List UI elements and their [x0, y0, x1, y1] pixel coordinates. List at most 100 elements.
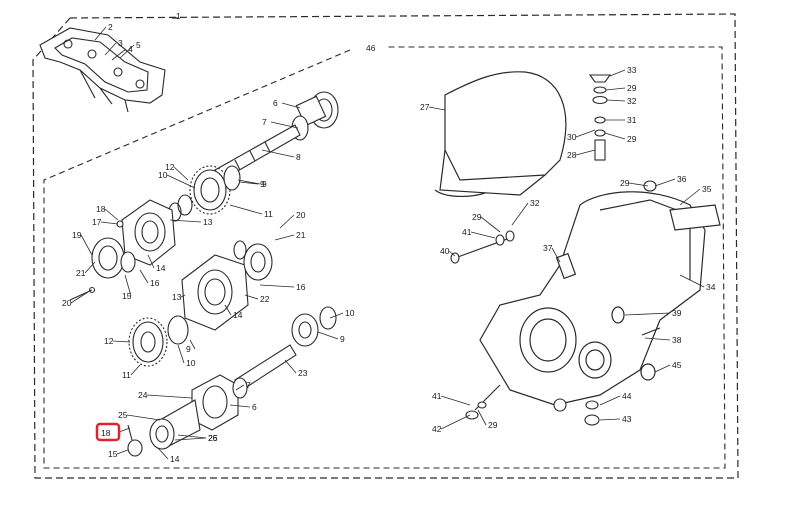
leader-line: [157, 447, 169, 460]
callout-29: 29: [472, 212, 482, 222]
leader-line: [599, 395, 621, 406]
leader-line: [116, 449, 129, 455]
leader-line: [654, 178, 676, 187]
leader-line: [599, 418, 621, 421]
callout-12: 12: [165, 162, 175, 172]
leader-line: [177, 434, 207, 439]
leader-line: [119, 44, 135, 59]
leader-line: [111, 48, 127, 61]
leader-line: [654, 364, 671, 373]
leader-line: [224, 304, 232, 316]
leader-line: [130, 364, 141, 376]
callout-37: 37: [543, 243, 553, 253]
callout-3: 3: [118, 38, 123, 48]
leader-line: [173, 166, 189, 181]
leader-line: [112, 340, 131, 343]
callout-10: 10: [345, 308, 355, 318]
callout-9: 9: [340, 334, 345, 344]
leader-line: [235, 384, 245, 391]
callout-13: 13: [203, 217, 213, 227]
callout-5: 5: [136, 40, 141, 50]
leader-line: [281, 102, 301, 109]
callout-1: 1: [176, 11, 181, 21]
leader-lines: [70, 26, 705, 460]
callout-20: 20: [62, 298, 72, 308]
callout-22: 22: [260, 294, 270, 304]
leader-line: [284, 359, 297, 374]
callout-31: 31: [627, 115, 637, 125]
lower-gear-group: [128, 306, 337, 391]
leader-line: [448, 250, 456, 257]
callout-16: 16: [150, 278, 160, 288]
leader-line: [244, 294, 259, 300]
main-housing: [479, 191, 721, 406]
callout-21: 21: [296, 230, 306, 240]
callout-35: 35: [702, 184, 712, 194]
callout-41: 41: [432, 391, 442, 401]
callout-23: 23: [298, 368, 308, 378]
callout-7: 7: [246, 380, 251, 390]
callout-45: 45: [672, 360, 682, 370]
callout-20: 20: [296, 210, 306, 220]
leader-line: [511, 202, 529, 226]
callout-34: 34: [706, 282, 716, 292]
callout-32: 32: [627, 96, 637, 106]
callout-19: 19: [72, 230, 82, 240]
leader-line: [477, 409, 487, 426]
leader-line: [189, 339, 196, 350]
leader-line: [229, 404, 251, 408]
callout-16: 16: [296, 282, 306, 292]
left-bearing-housing: [69, 199, 176, 301]
leader-line: [270, 121, 299, 129]
leader-line: [575, 129, 596, 138]
leader-line: [118, 427, 131, 433]
leader-line: [551, 247, 561, 263]
leader-line: [329, 312, 344, 319]
leader-line: [279, 214, 295, 229]
leader-line: [317, 331, 339, 340]
callout-32: 32: [530, 198, 540, 208]
callout-30: 30: [567, 132, 577, 142]
leader-line: [624, 312, 671, 316]
callout-highlighted: 18: [101, 428, 111, 438]
callout-29: 29: [620, 178, 630, 188]
callout-11: 11: [264, 209, 273, 219]
callout-29: 29: [627, 83, 637, 93]
bolts-lower: [450, 180, 657, 426]
leader-line: [169, 219, 202, 223]
leader-line: [146, 394, 193, 399]
callout-17: 17: [92, 217, 102, 227]
callout-10: 10: [186, 358, 196, 368]
leader-line: [104, 208, 119, 221]
callout-7: 7: [262, 117, 267, 127]
leader-line: [124, 274, 132, 297]
callout-21: 21: [76, 268, 86, 278]
callout-38: 38: [672, 335, 682, 345]
callout-15: 15: [122, 291, 132, 301]
inner-frame: [43, 46, 726, 469]
callout-40: 40: [440, 246, 450, 256]
leader-line: [274, 234, 295, 241]
leader-line: [606, 99, 626, 102]
callout-8: 8: [296, 152, 301, 162]
fastener-stack: [588, 74, 612, 161]
callout-14: 14: [170, 454, 180, 464]
leader-line: [628, 182, 649, 187]
callout-26: 26: [208, 433, 218, 443]
leader-line: [139, 269, 149, 284]
leader-line: [440, 395, 471, 406]
callout-13: 13: [172, 292, 182, 302]
callout-15: 15: [108, 449, 118, 459]
leader-line: [440, 414, 471, 430]
leader-line: [605, 87, 626, 91]
callout-11: 11: [122, 370, 131, 380]
leader-line: [180, 294, 186, 298]
callout-39: 39: [672, 308, 682, 318]
callout-29: 29: [627, 134, 637, 144]
leader-line: [644, 337, 671, 341]
callout-43: 43: [622, 414, 632, 424]
callout-25: 25: [208, 433, 218, 443]
leader-line: [261, 149, 295, 158]
callout-36: 36: [677, 174, 687, 184]
